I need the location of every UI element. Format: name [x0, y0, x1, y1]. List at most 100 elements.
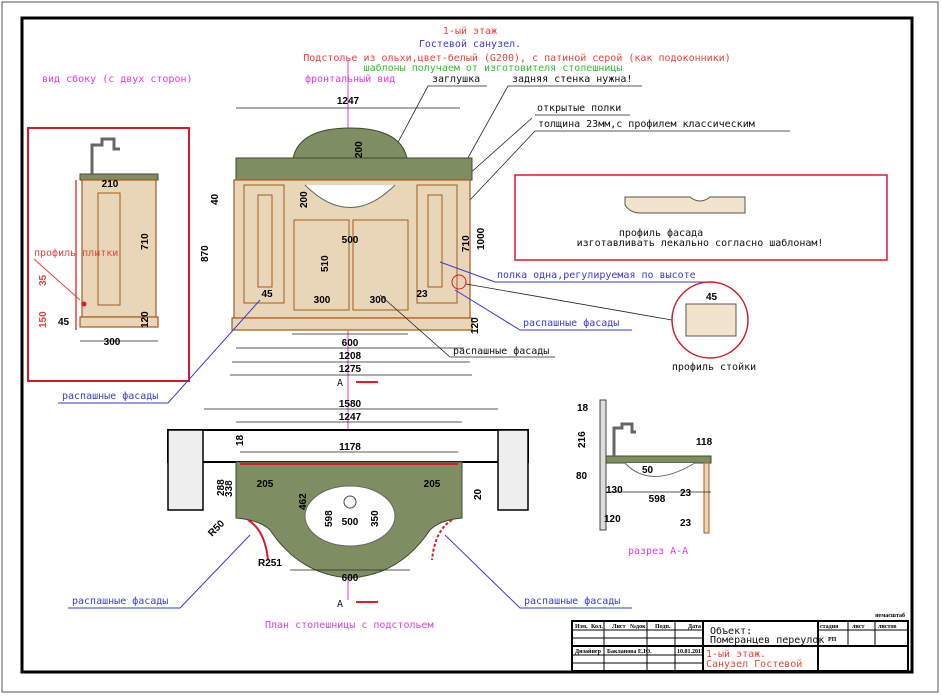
section-mark-top: A: [337, 378, 343, 389]
svg-text:Кол.: Кол.: [591, 624, 603, 630]
svg-text:300: 300: [370, 295, 387, 306]
templates-note: шаблоны получаем от изготовителя столешн…: [364, 62, 623, 74]
faucet-icon: [90, 137, 120, 174]
svg-text:300: 300: [104, 337, 121, 348]
facade-profile-label: профиль фасада: [619, 227, 703, 239]
svg-text:23: 23: [680, 518, 692, 529]
sheet-title-1: 1-ый этаж.: [706, 648, 766, 660]
svg-text:листов: листов: [878, 624, 897, 630]
svg-text:288: 288: [216, 479, 227, 496]
svg-text:510: 510: [320, 255, 331, 272]
svg-text:600: 600: [342, 573, 359, 584]
material-note: Подстолье из ольхи,цвет-белый (G200), с …: [303, 52, 730, 64]
callout-facades-left: распашные фасады: [62, 390, 158, 402]
post-profile-label: профиль стойки: [672, 361, 756, 373]
section-wall: [599, 399, 607, 531]
facade-profile-frame: [514, 174, 888, 261]
backsplash: [292, 127, 408, 159]
svg-text:120: 120: [470, 317, 481, 334]
svg-text:216: 216: [577, 431, 588, 448]
date: 10.01.2011: [677, 649, 704, 655]
object-label: Объект:: [710, 625, 752, 637]
room-title: Гостевой санузел.: [419, 38, 521, 50]
svg-text:20: 20: [473, 488, 484, 500]
callout-facades-plan-left: распашные фасады: [72, 595, 168, 607]
title-block: [571, 620, 909, 672]
stage-value: РП: [828, 637, 837, 643]
svg-text:598: 598: [324, 510, 335, 527]
callout-facades-center: распашные фасады: [453, 345, 549, 357]
svg-text:Лист: Лист: [612, 624, 626, 630]
svg-text:стадия: стадия: [820, 624, 839, 630]
svg-text:200: 200: [299, 191, 310, 208]
svg-text:Дата: Дата: [688, 624, 701, 630]
svg-text:1178: 1178: [339, 442, 361, 453]
front-view-title: фронтальный вид: [305, 73, 395, 85]
svg-text:710: 710: [461, 235, 472, 252]
svg-text:300: 300: [314, 295, 331, 306]
svg-text:1580: 1580: [339, 399, 362, 410]
section-mark-bottom: A: [337, 599, 343, 610]
svg-text:600: 600: [342, 338, 359, 349]
designer-name: Бакланова Е.Ю.: [607, 649, 652, 655]
svg-text:118: 118: [696, 437, 713, 448]
svg-text:350: 350: [370, 510, 381, 527]
svg-text:205: 205: [257, 479, 274, 490]
svg-text:500: 500: [342, 235, 359, 246]
svg-text:№док: №док: [630, 624, 646, 630]
side-cabinet: [81, 179, 157, 318]
side-view-title: вид сбоку (с двух сторон): [42, 73, 193, 85]
svg-text:45: 45: [58, 317, 70, 328]
facade-profile-shape: [624, 196, 746, 214]
svg-text:Изм.: Изм.: [575, 624, 588, 630]
callout-open-shelves: открытые полки: [537, 103, 621, 114]
callout-plug: заглушка: [432, 74, 480, 85]
svg-text:23: 23: [680, 488, 692, 499]
svg-text:40: 40: [210, 193, 221, 205]
svg-text:35: 35: [38, 274, 49, 286]
drawing-frame: [20, 16, 914, 674]
svg-text:50: 50: [642, 465, 654, 476]
svg-text:лист: лист: [852, 624, 864, 630]
svg-text:205: 205: [424, 479, 441, 490]
section-view-title: разрез А-А: [628, 546, 688, 557]
svg-text:R251: R251: [258, 558, 282, 569]
svg-text:R50: R50: [206, 518, 227, 539]
svg-text:1000: 1000: [476, 227, 487, 250]
svg-text:1247: 1247: [337, 96, 360, 107]
sink-bowl: [304, 485, 396, 547]
svg-text:45: 45: [706, 292, 718, 303]
svg-text:18: 18: [235, 434, 246, 446]
side-view-frame: [27, 127, 190, 382]
svg-text:120: 120: [140, 311, 151, 328]
svg-text:80: 80: [576, 471, 588, 482]
svg-text:210: 210: [102, 179, 119, 190]
svg-text:200: 200: [354, 141, 365, 158]
svg-text:500: 500: [342, 517, 359, 528]
svg-text:120: 120: [604, 514, 621, 525]
svg-text:130: 130: [606, 485, 623, 496]
front-countertop: [235, 157, 473, 181]
svg-text:462: 462: [298, 493, 309, 510]
callout-facades-plan-right: распашные фасады: [524, 595, 620, 607]
svg-text:710: 710: [140, 233, 151, 250]
svg-text:23: 23: [416, 289, 428, 300]
callout-thickness: толщина 23мм,с профилем классическим: [538, 118, 755, 130]
callout-shelf: полка одна,регулируемая по высоте: [497, 270, 696, 281]
svg-text:1208: 1208: [339, 351, 362, 362]
svg-text:Подп.: Подп.: [655, 624, 671, 630]
role: Дизайнер: [575, 648, 602, 655]
plan-view-title: План столешницы с подстольем: [265, 620, 434, 631]
svg-text:1247: 1247: [339, 412, 362, 423]
callout-back-wall: задняя стенка нужна!: [512, 74, 632, 85]
svg-text:1275: 1275: [339, 364, 362, 375]
svg-text:45: 45: [261, 289, 273, 300]
svg-text:150: 150: [38, 311, 49, 328]
sheet-title-2: Санузел Гостевой: [706, 658, 802, 670]
scale-note: немасштаб: [875, 612, 905, 619]
facade-profile-note: изготавливать лекально согласно шаблонам…: [577, 237, 824, 249]
svg-text:18: 18: [577, 403, 589, 414]
svg-text:338: 338: [224, 480, 235, 497]
